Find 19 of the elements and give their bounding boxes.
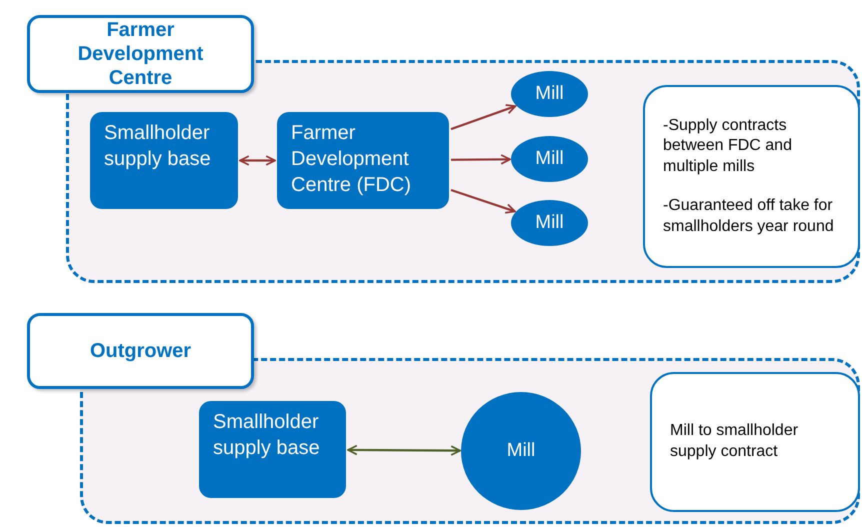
process-box: Farmer Development Centre (FDC) <box>277 112 449 209</box>
note-text: -Guaranteed off take for smallholders year round <box>663 196 835 237</box>
process-box: Smallholder supply base <box>90 112 238 209</box>
heading-tab: Outgrower <box>27 313 254 389</box>
heading-tab: Farmer Development Centre <box>27 15 254 93</box>
mill-ellipse: Mill <box>511 136 588 182</box>
note-text: Mill to smallholder supply contract <box>670 421 800 462</box>
note-text: -Supply contracts between FDC and multiple mills <box>663 116 793 178</box>
note-box <box>643 85 860 268</box>
mill-ellipse: Mill <box>461 392 581 510</box>
mill-ellipse: Mill <box>511 71 588 117</box>
arrow <box>450 188 516 214</box>
arrow <box>347 444 461 456</box>
process-box: Smallholder supply base <box>199 401 346 498</box>
arrow <box>450 104 516 130</box>
note-box <box>650 372 860 512</box>
arrow <box>239 155 276 166</box>
arrow <box>451 154 511 165</box>
mill-ellipse: Mill <box>511 200 588 246</box>
